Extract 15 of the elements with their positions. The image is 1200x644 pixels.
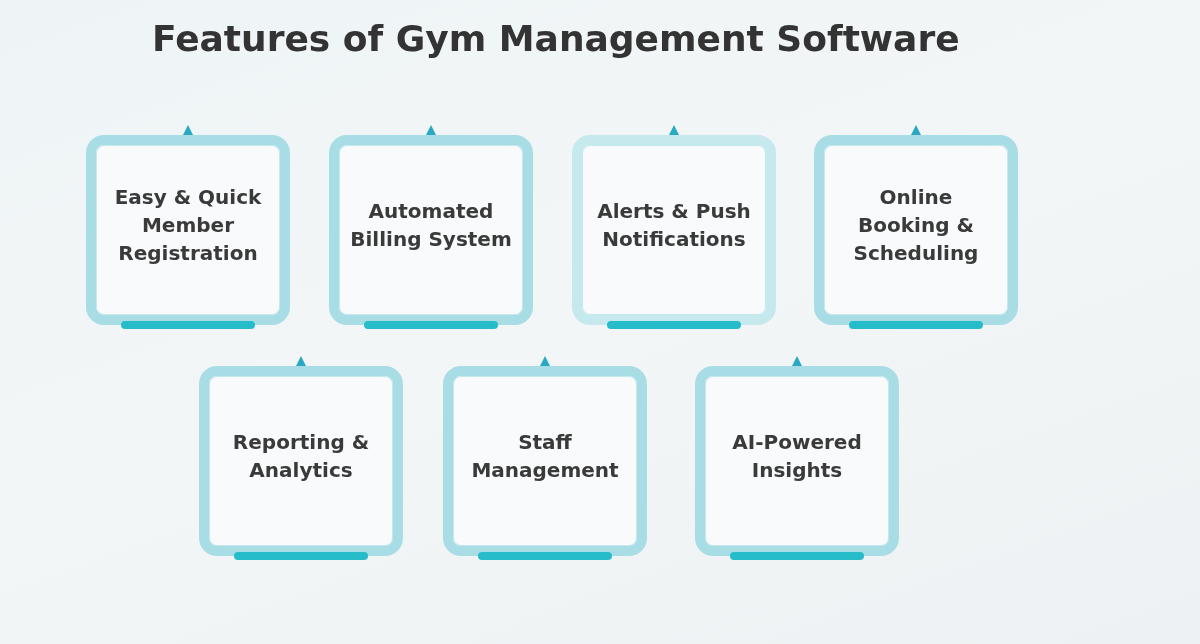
card-label: AI-Powered Insights: [731, 429, 863, 484]
feature-card: [814, 135, 1018, 325]
card-label: Alerts & Push Notifications: [596, 198, 752, 253]
feature-card: [695, 366, 899, 556]
card-label: Online Booking & Scheduling: [852, 184, 980, 267]
card-label: Reporting & Analytics: [231, 429, 371, 484]
feature-card: [199, 366, 403, 556]
feature-card: [443, 366, 647, 556]
feature-card: [86, 135, 290, 325]
title: Features of Gym Management Software: [152, 18, 960, 59]
feature-card: [572, 135, 776, 325]
card-label: Automated Billing System: [349, 198, 513, 253]
card-label: Staff Management: [470, 429, 620, 484]
feature-card: [329, 135, 533, 325]
card-label: Easy & Quick Member Registration: [113, 184, 263, 267]
